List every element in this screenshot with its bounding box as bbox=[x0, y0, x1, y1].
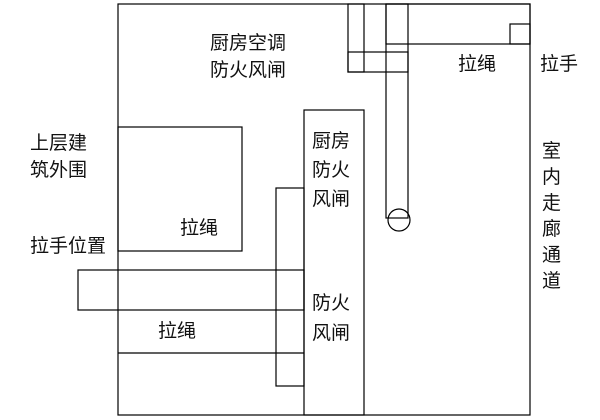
label-upper-enclosure-line1: 上层建 bbox=[30, 132, 88, 154]
top-handle-box bbox=[509, 23, 531, 45]
label-kitchen-damper-line2: 防火 bbox=[312, 159, 351, 181]
corridor-char: 内 bbox=[542, 166, 562, 188]
label-handle-top: 拉手 bbox=[540, 53, 579, 75]
label-fire-damper-line2: 风闸 bbox=[312, 322, 351, 344]
rope-guide bbox=[275, 187, 305, 387]
corridor-char: 廊 bbox=[542, 218, 562, 240]
corridor-char: 道 bbox=[542, 270, 562, 292]
label-upper-enclosure-line2: 筑外围 bbox=[30, 159, 88, 181]
label-kitchen-ac-damper-line2: 防火风闸 bbox=[210, 59, 287, 81]
handle-position-bar bbox=[77, 269, 305, 311]
label-kitchen-damper-line1: 厨房 bbox=[312, 130, 351, 152]
kitchen-damper-column bbox=[303, 109, 365, 416]
corridor-char: 室 bbox=[542, 140, 562, 162]
corridor-char: 通 bbox=[542, 244, 562, 266]
label-rope-top: 拉绳 bbox=[458, 53, 497, 75]
label-rope-bottom: 拉绳 bbox=[158, 320, 197, 342]
pulley-circle bbox=[387, 208, 411, 232]
label-handle-position: 拉手位置 bbox=[30, 235, 107, 257]
top-vertical-duct bbox=[347, 3, 365, 73]
label-kitchen-ac-damper-line1: 厨房空调 bbox=[210, 32, 287, 54]
label-fire-damper-line1: 防火 bbox=[312, 292, 351, 314]
kitchen-ac-damper-box bbox=[347, 51, 409, 73]
corridor-char: 走 bbox=[542, 192, 562, 214]
label-indoor-corridor: 室 内 走 廊 通 道 bbox=[542, 138, 561, 294]
vertical-rope-tube bbox=[385, 3, 409, 219]
label-kitchen-damper-line3: 风闸 bbox=[312, 188, 351, 210]
upper-enclosure-box bbox=[117, 126, 243, 252]
label-rope-middle: 拉绳 bbox=[180, 217, 219, 239]
